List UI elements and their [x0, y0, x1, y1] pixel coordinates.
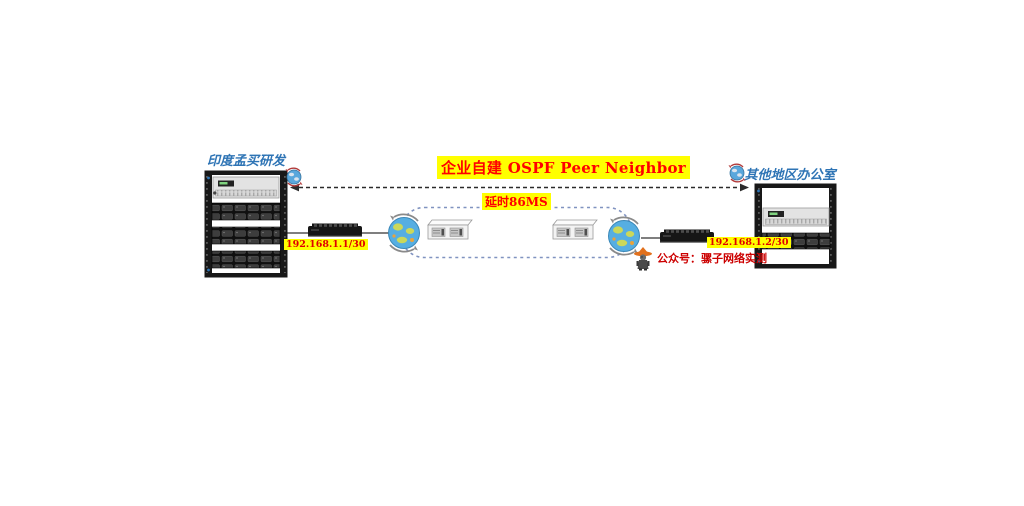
rack-storage-unit: [211, 250, 281, 269]
right-router-icon: [552, 219, 598, 240]
left-server-rack-icon: [204, 170, 288, 278]
right-switch-icon: [660, 229, 714, 243]
left-router-icon: [427, 219, 473, 240]
diagram-title: 企业自建 OSPF Peer Neighbor: [437, 156, 691, 179]
rack-server-unit: [212, 176, 280, 199]
left-switch-icon: [308, 223, 362, 237]
right-globe-icon: [607, 216, 641, 256]
latency-label: 延时86MS: [482, 193, 551, 210]
monkey-mascot-icon: [634, 247, 652, 271]
left-ip-label: 192.168.1.1/30: [284, 239, 368, 250]
rack-storage-unit: [211, 202, 281, 221]
sync-globe-icon: [284, 167, 304, 187]
rack-server-unit: [762, 207, 830, 227]
left-globe-icon: [387, 213, 421, 253]
right-server-rack-icon: [754, 183, 837, 269]
wechat-watermark: 公众号：骡子网络实测: [657, 252, 767, 265]
rack-storage-unit: [211, 226, 281, 245]
left-site-label: 印度孟买研发: [206, 154, 285, 169]
dashed-double-arrow: [290, 183, 749, 192]
right-site-label: 其他地区办公室: [744, 168, 836, 183]
right-ip-label: 192.168.1.2/30: [707, 237, 791, 248]
